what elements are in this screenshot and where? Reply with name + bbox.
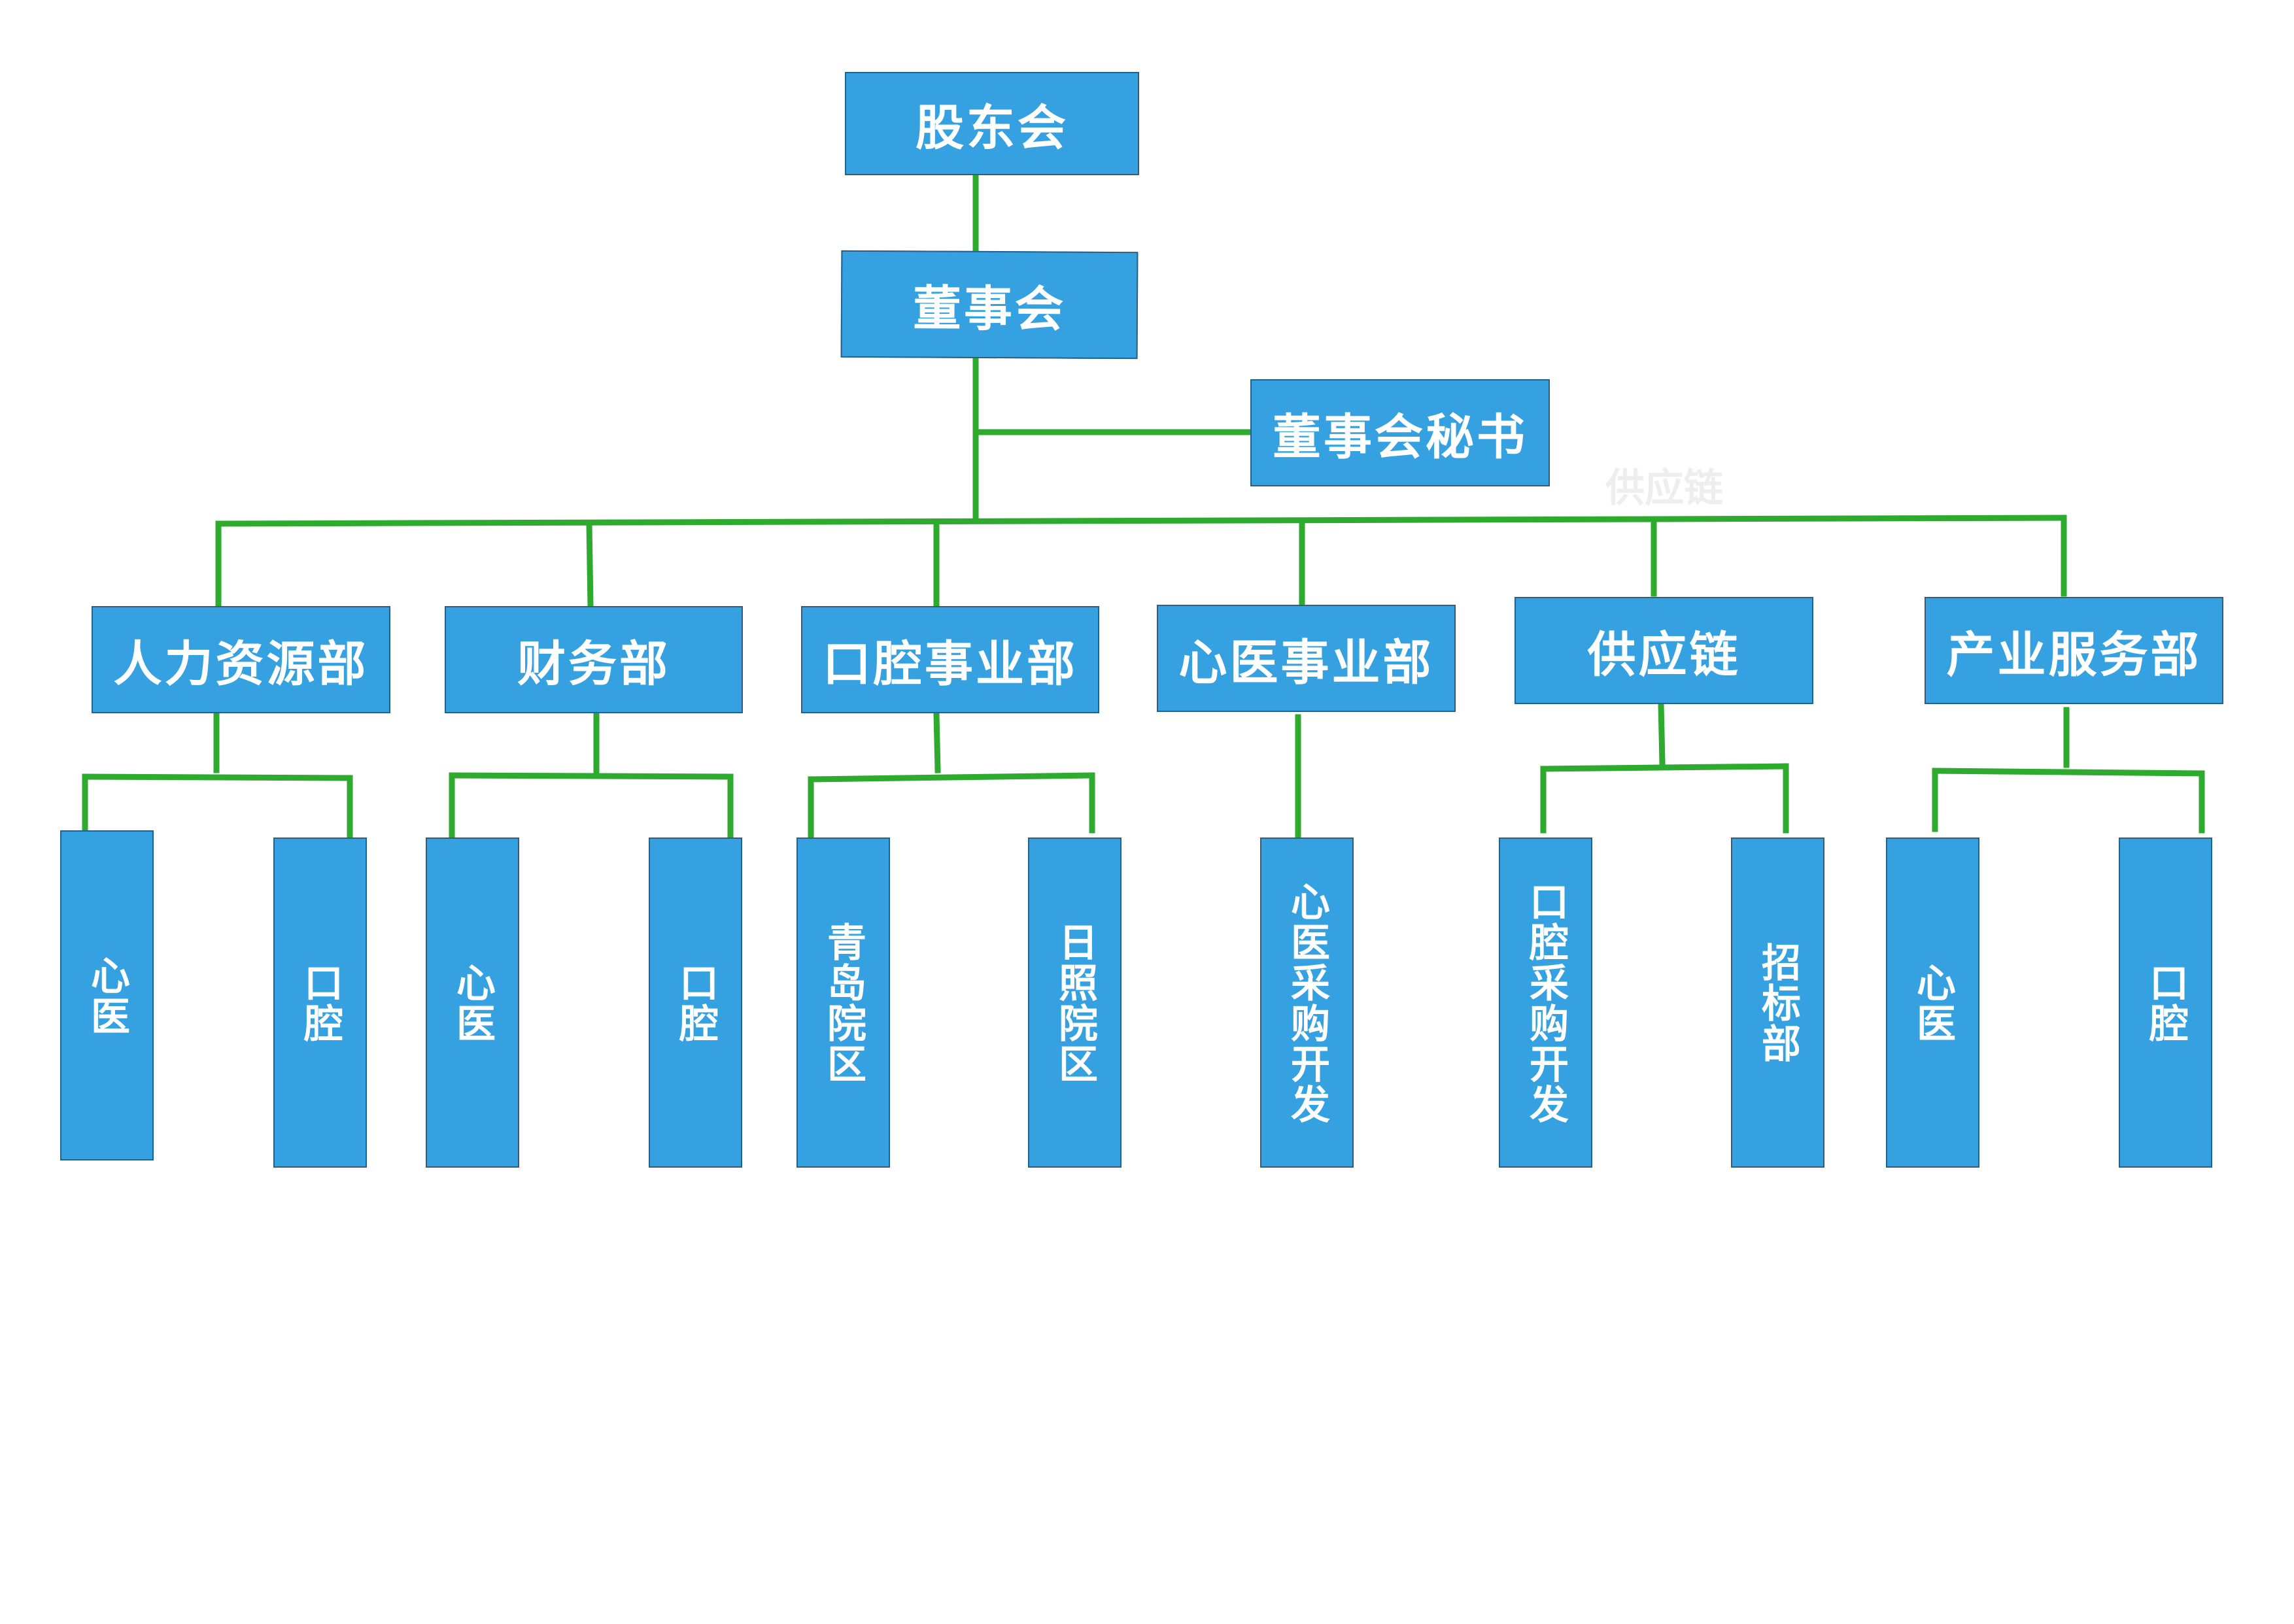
unit-rizhao-campus-box[interactable]: 日照院区 <box>1028 837 1121 1168</box>
unit-cardio-procurement-box[interactable]: 心医采购开发 <box>1260 837 1354 1168</box>
unit-hr-cardio-box[interactable]: 心医 <box>60 830 154 1160</box>
unit-industry-cardio-box[interactable]: 心医 <box>1886 837 1979 1168</box>
dept-supply-chain-box[interactable]: 供应链 <box>1515 597 1813 704</box>
unit-hr-dental-box[interactable]: 口腔 <box>273 837 367 1168</box>
unit-industry-dental-box[interactable]: 口腔 <box>2119 837 2212 1168</box>
connector-line <box>808 772 1095 783</box>
unit-tender-dept-box[interactable]: 招标部 <box>1731 837 1824 1168</box>
unit-finance-cardio-box[interactable]: 心医 <box>426 837 519 1168</box>
connector-line <box>82 773 353 781</box>
dept-dental-box[interactable]: 口腔事业部 <box>801 606 1099 713</box>
connector-line <box>933 711 941 773</box>
dept-finance-box[interactable]: 财务部 <box>445 606 743 713</box>
unit-dental-procurement-box[interactable]: 口腔采购开发 <box>1499 837 1592 1168</box>
dept-industry-service-box[interactable]: 产业服务部 <box>1925 597 2223 704</box>
board-box[interactable]: 董事会 <box>840 250 1138 360</box>
board-secretary-box[interactable]: 董事会秘书 <box>1250 379 1550 486</box>
connector-line <box>449 772 734 780</box>
dept-hr-box[interactable]: 人力资源部 <box>92 606 390 713</box>
connector-line <box>1540 763 1789 772</box>
dept-cardio-box[interactable]: 心医事业部 <box>1157 605 1456 712</box>
shareholders-box[interactable]: 股东会 <box>845 72 1139 175</box>
connector-line <box>1658 701 1666 766</box>
unit-qingdao-campus-box[interactable]: 青岛院区 <box>796 837 890 1168</box>
connector-line <box>1932 768 2205 777</box>
connector-line <box>586 520 594 609</box>
watermark-text: 供应链 <box>1605 465 1723 511</box>
unit-finance-dental-box[interactable]: 口腔 <box>649 837 742 1168</box>
connector-line <box>215 515 2067 527</box>
